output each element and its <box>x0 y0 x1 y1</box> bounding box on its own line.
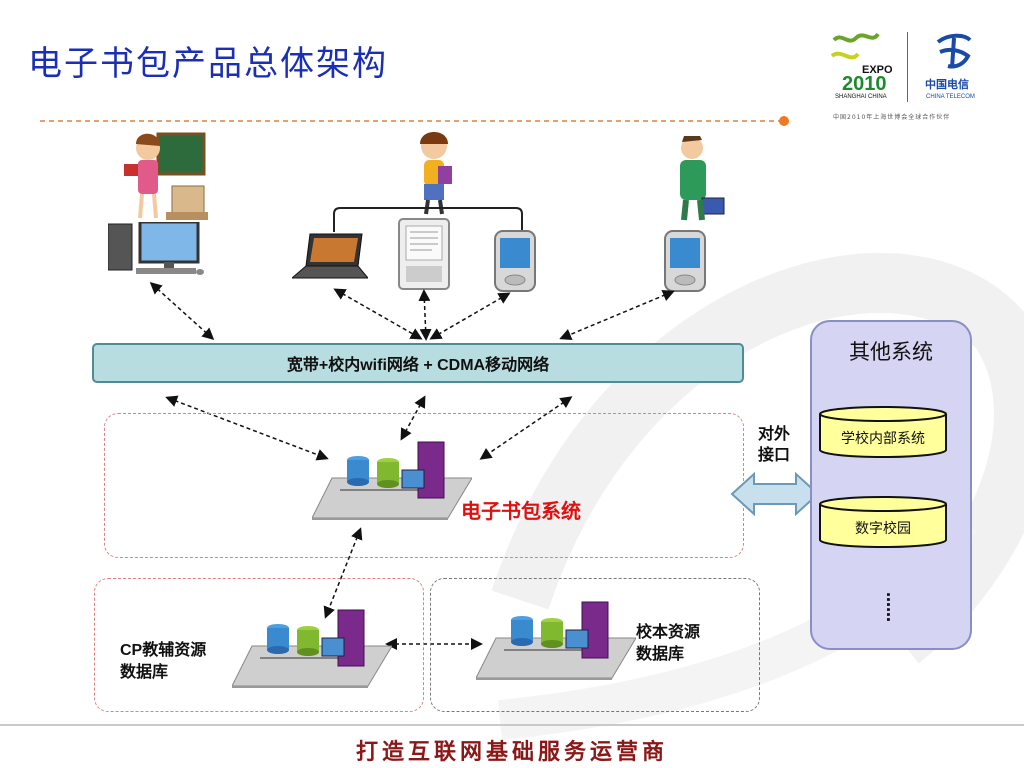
internal-system-label: 学校内部系统 <box>841 430 925 446</box>
page-title: 电子书包产品总体架构 <box>28 44 388 84</box>
double-arrow-icon <box>730 472 820 516</box>
school-db-server-platform <box>476 601 636 680</box>
footer-divider <box>0 724 1024 726</box>
footer-slogan: 打造互联网基础服务运营商 <box>355 739 668 765</box>
businessman-icon <box>680 136 725 221</box>
digital-campus-cylinder <box>819 496 947 548</box>
school-db-zone <box>430 578 760 712</box>
ebook-reader-icon <box>398 218 450 290</box>
laptop-icon <box>292 233 368 279</box>
digital-campus-label: 数字校园 <box>855 520 911 536</box>
internal-system-cylinder <box>819 406 947 458</box>
other-systems-ellipsis: …… <box>883 592 901 622</box>
ebag-system-label: 电子书包系统 <box>461 501 581 523</box>
other-systems-title: 其他系统 <box>849 341 933 364</box>
expo-sub-label: SHANGHAI CHINA <box>835 94 887 100</box>
school-db-label: 校本资源 数据库 <box>636 622 700 666</box>
cp-db-label-line1: CP教辅资源 <box>120 642 207 659</box>
pda-phone-icon <box>494 230 536 292</box>
teacher-icon <box>124 132 208 220</box>
china-telecom-logo <box>936 33 972 69</box>
cp-db-server-platform <box>232 609 392 688</box>
title-divider <box>40 116 789 126</box>
logo-divider <box>907 32 908 102</box>
interface-label-line1: 对外 <box>757 426 790 443</box>
expo-label: EXPO <box>862 64 893 76</box>
expo-logo: 2010 <box>830 32 887 95</box>
mobile-phone-icon <box>664 230 706 292</box>
network-bar: 宽带+校内wifi网络 + CDMA移动网络 <box>92 343 744 383</box>
desktop-computer-icon <box>108 222 204 275</box>
device-bracket <box>333 207 523 232</box>
interface-label-line2: 接口 <box>757 447 790 464</box>
cp-db-label-line2: 数据库 <box>120 664 169 681</box>
cp-db-label: CP教辅资源 数据库 <box>120 640 206 684</box>
school-db-label-line1: 校本资源 <box>636 624 701 641</box>
china-telecom-label: 中国电信 <box>925 78 969 91</box>
other-systems-panel <box>810 320 972 650</box>
china-telecom-sub-label: CHINA TELECOM <box>926 94 975 100</box>
interface-label: 对外 接口 <box>752 424 796 466</box>
ebag-server-platform <box>312 441 472 520</box>
cp-db-zone <box>94 578 424 712</box>
partner-banner: 中国2010年上海世博会全球合作伙伴 <box>833 114 951 121</box>
school-db-label-line2: 数据库 <box>636 646 685 663</box>
svg-text:2010: 2010 <box>842 73 887 95</box>
